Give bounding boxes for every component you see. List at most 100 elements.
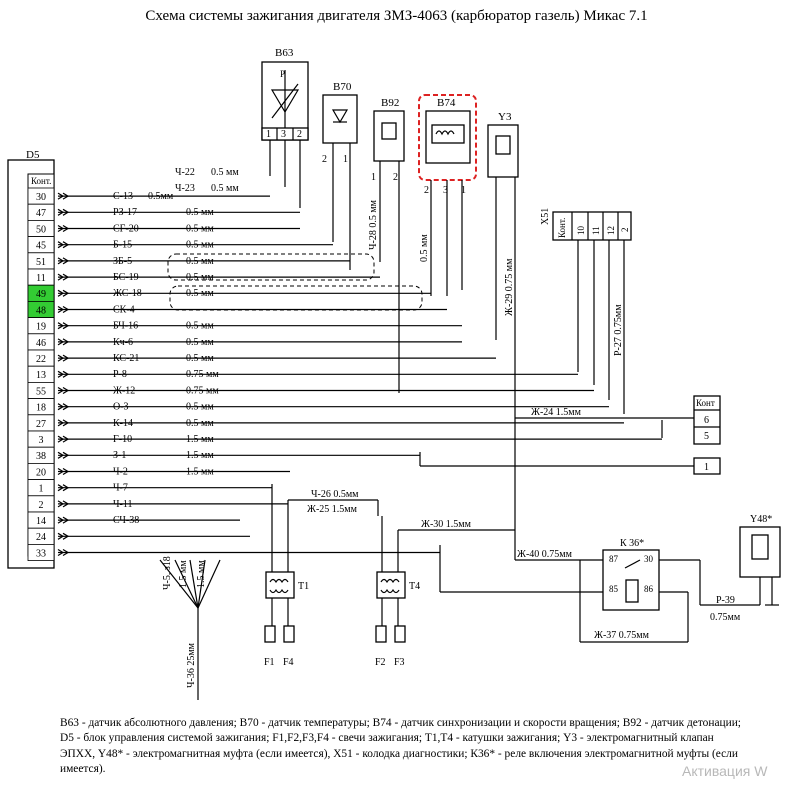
extra-label: Ж-30 1.5мм: [421, 519, 472, 530]
t4-name: T4: [409, 581, 420, 592]
b63-name: В63: [275, 47, 294, 59]
ecu-pin-number: 30: [36, 192, 46, 203]
spark-plugs: F1 F4 F2 F3: [264, 625, 406, 668]
extra-label: 0.75мм: [710, 612, 741, 623]
wire-section: 1.5 мм: [186, 434, 214, 445]
ecu-pin-number: 46: [36, 338, 46, 349]
ecu-pin-chevron: [57, 532, 70, 540]
wire-section: 1.5 мм: [186, 450, 214, 461]
plug-f1: F1: [264, 657, 275, 668]
wire-section: 0.5 мм: [186, 288, 214, 299]
extra-label: Ж-40 0.75мм: [517, 549, 573, 560]
x51-pin: 12: [606, 226, 616, 235]
ecu-pin-number: 11: [36, 273, 46, 284]
wire-code: Р-8: [113, 369, 127, 380]
wire-code: БЧ-16: [113, 321, 138, 332]
ecu-pin-chevron: [57, 192, 70, 200]
b70-pin: 1: [343, 154, 348, 165]
ecu-pin-number: 14: [36, 516, 46, 527]
wire-section: 0.5 мм: [186, 321, 214, 332]
vlabel: 0.5 мм: [419, 234, 430, 262]
ecu-pin-number: 33: [36, 548, 46, 559]
vlabel: 1.5 мм: [196, 560, 207, 588]
ecu-pin-chevron: [57, 224, 70, 233]
x51-name: X51: [540, 208, 551, 225]
extra-label: Ж-25 1.5мм: [307, 504, 358, 515]
coil-t1: T1: [265, 571, 309, 599]
wire-section: 0.5 мм: [186, 418, 214, 429]
k36-pin: 85: [609, 584, 619, 594]
upper-wire-section: 0.5 мм: [211, 167, 239, 178]
ecu-pin-number: 19: [36, 322, 46, 333]
diagnostic-connector-x51: X51 Конт. 10 11 12 2: [540, 208, 632, 241]
vlabel: Ж-29 0.75 мм: [504, 258, 515, 316]
wire-code: ЖС-18: [113, 288, 142, 299]
wire-code: Б-15: [113, 240, 132, 251]
wire-code: З-1: [113, 450, 126, 461]
ecu-pin-chevron: [57, 305, 70, 314]
ecu-header: Конт.: [31, 176, 51, 186]
wire-code: СК-4: [113, 304, 135, 315]
ecu-d5: D5 Конт. 3047504551114948194622135518273…: [7, 149, 55, 569]
upper-wire-section: 0.5 мм: [211, 183, 239, 194]
ecu-pin-chevron: [57, 289, 70, 297]
ecu-pin-number: 47: [36, 208, 46, 219]
ecu-pin-number: 24: [36, 532, 46, 543]
ecu-pin-number: 20: [36, 467, 46, 478]
wire-section: 0.5 мм: [186, 207, 214, 218]
wire-section: 0.5 мм: [186, 223, 214, 234]
y3-name: Y3: [498, 111, 512, 123]
wire-code: Кч-6: [113, 337, 133, 348]
ecu-pin-chevron: [57, 451, 70, 459]
b74-pin: 2: [424, 185, 429, 196]
wire-code: Г-10: [113, 434, 132, 445]
ecu-pin-number: 18: [36, 403, 46, 414]
k36-pin: 87: [609, 554, 619, 564]
right-conn-pin: 6: [704, 415, 709, 426]
ecu-pin-number: 27: [36, 419, 46, 430]
valve-y3: Y3: [487, 111, 519, 178]
ecu-pin-number: 3: [39, 435, 44, 446]
coil-t4: T4: [376, 571, 420, 599]
b92-pin: 1: [371, 172, 376, 183]
ecu-pin-number: 13: [36, 370, 46, 381]
x51-pin: 2: [620, 228, 630, 233]
b63-symbol: P: [280, 69, 285, 79]
sensor-b74: В74 2 3 1: [418, 94, 477, 196]
wire-code: Ч-7: [113, 483, 128, 494]
sensor-b92: В92 1 2: [371, 97, 405, 183]
clutch-y48: Y48*: [739, 514, 781, 606]
plug-f2: F2: [375, 657, 386, 668]
wire-code: Ч-2: [113, 466, 128, 477]
ecu-pin-chevron: [57, 548, 70, 557]
extra-label: Ж-37 0.75мм: [594, 630, 650, 641]
legend: В63 - датчик абсолютного давления; В70 -…: [60, 717, 741, 776]
ecu-pin-chevron: [57, 273, 70, 281]
ecu-pin-chevron: [57, 386, 70, 395]
wire-code: К-14: [113, 418, 133, 429]
ecu-pin-number: 1: [39, 484, 44, 495]
b70-pin: 2: [322, 154, 327, 165]
b63-pin: 2: [297, 129, 302, 140]
wire-section: 0.75 мм: [186, 369, 219, 380]
ecu-pin-chevron: [57, 354, 70, 362]
sensor-b63: В63 P 1 3 2: [261, 47, 309, 141]
x51-header: Конт.: [557, 218, 567, 238]
ecu-pin-chevron: [57, 370, 70, 378]
extra-label: Ч-26 0.5мм: [311, 489, 359, 500]
b74-pin: 1: [461, 185, 466, 196]
wire-code: РЗ-17: [113, 207, 137, 218]
b63-pin: 1: [266, 129, 271, 140]
wire-code: СЧ-38: [113, 515, 139, 526]
ecu-pin-number: 45: [36, 241, 46, 252]
b92-pin: 2: [393, 172, 398, 183]
wire-section: 0.5 мм: [186, 272, 214, 283]
x51-pin: 10: [576, 226, 586, 236]
right-conn-pin: 1: [704, 462, 709, 473]
ecu-pin-chevron: [57, 467, 70, 476]
k36-pin: 30: [644, 554, 654, 564]
wire-code: Ч-11: [113, 499, 132, 510]
vlabel: Ч-36 25мм: [186, 642, 197, 688]
